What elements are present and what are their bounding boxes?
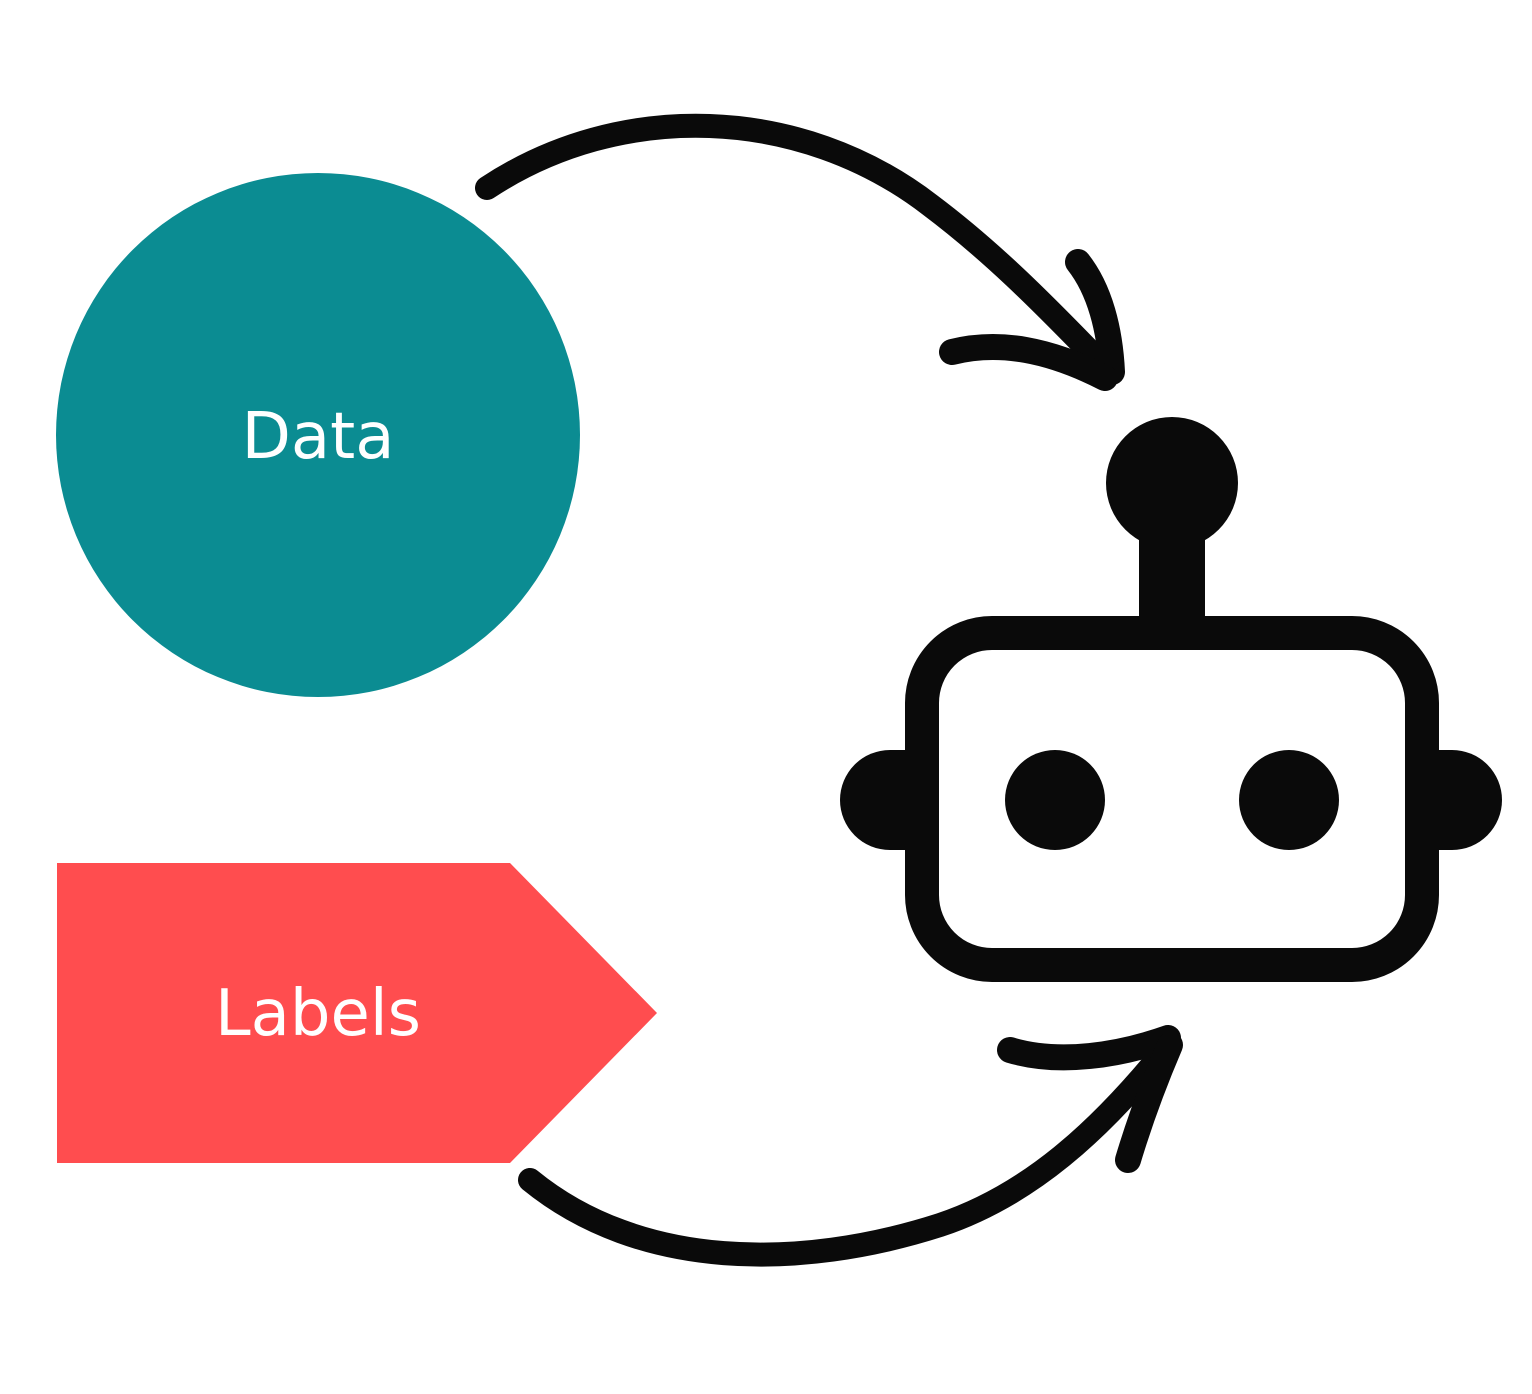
robot-antenna-ball: [1106, 417, 1238, 549]
robot-left-ear: [840, 750, 922, 850]
arrow-data-to-model-shaft: [475, 113, 1110, 372]
arrow-labels-to-model-head-left: [997, 1025, 1181, 1071]
data-node: Data: [56, 173, 580, 697]
curved-arrow-icon: [475, 113, 1125, 391]
arrow-labels-to-model-shaft: [518, 1038, 1177, 1267]
robot-icon: [840, 417, 1502, 982]
arrow-data-to-model-head-left: [939, 334, 1118, 391]
arrow-data-to-model-head-right: [1065, 249, 1125, 385]
robot-antenna-stem: [1139, 520, 1205, 630]
labels-node: Labels: [57, 863, 657, 1163]
robot-right-ear: [1422, 750, 1502, 850]
labels-tag-shape: [57, 863, 657, 1163]
curved-arrow-icon: [518, 1025, 1183, 1267]
data-circle: [56, 173, 580, 697]
robot-left-eye: [1005, 750, 1105, 850]
labels-label: Labels: [215, 977, 421, 1051]
arrow-labels-to-model-head-right: [1115, 1032, 1183, 1173]
data-label: Data: [242, 400, 395, 474]
robot-right-eye: [1239, 750, 1339, 850]
robot-head: [905, 616, 1439, 982]
